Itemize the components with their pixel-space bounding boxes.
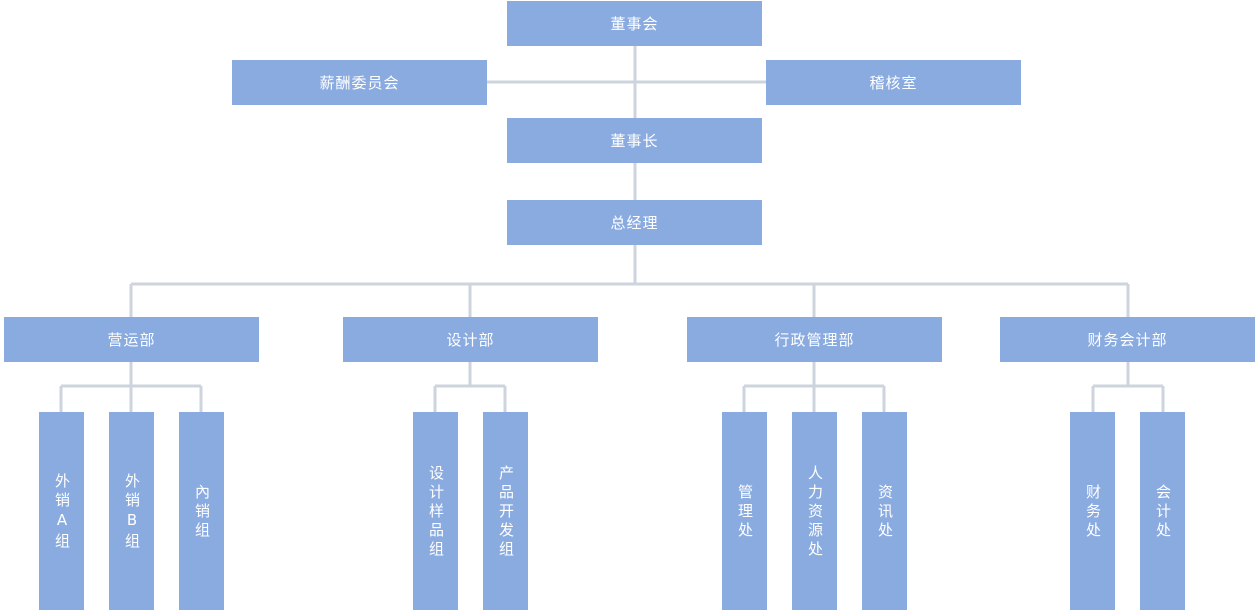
chairman-node: 董事长 (507, 118, 762, 163)
unit-node: 管理处 (722, 412, 767, 610)
audit-office-node: 稽核室 (766, 60, 1021, 105)
unit-node: 外销A组 (39, 412, 84, 610)
department-node-administration: 行政管理部 (687, 317, 942, 362)
general-manager-node: 总经理 (507, 200, 762, 245)
compensation-committee-node: 薪酬委员会 (232, 60, 487, 105)
department-node-design: 设计部 (343, 317, 598, 362)
unit-node: 人力资源处 (792, 412, 837, 610)
unit-node: 资讯处 (862, 412, 907, 610)
unit-node: 产品开发组 (483, 412, 528, 610)
unit-node: 设计样品组 (413, 412, 458, 610)
unit-node: 外销B组 (109, 412, 154, 610)
board-node: 董事会 (507, 1, 762, 46)
department-node-operations: 营运部 (4, 317, 259, 362)
department-node-finance: 财务会计部 (1000, 317, 1255, 362)
unit-node: 內销组 (179, 412, 224, 610)
unit-node: 会计处 (1140, 412, 1185, 610)
unit-node: 财务处 (1070, 412, 1115, 610)
